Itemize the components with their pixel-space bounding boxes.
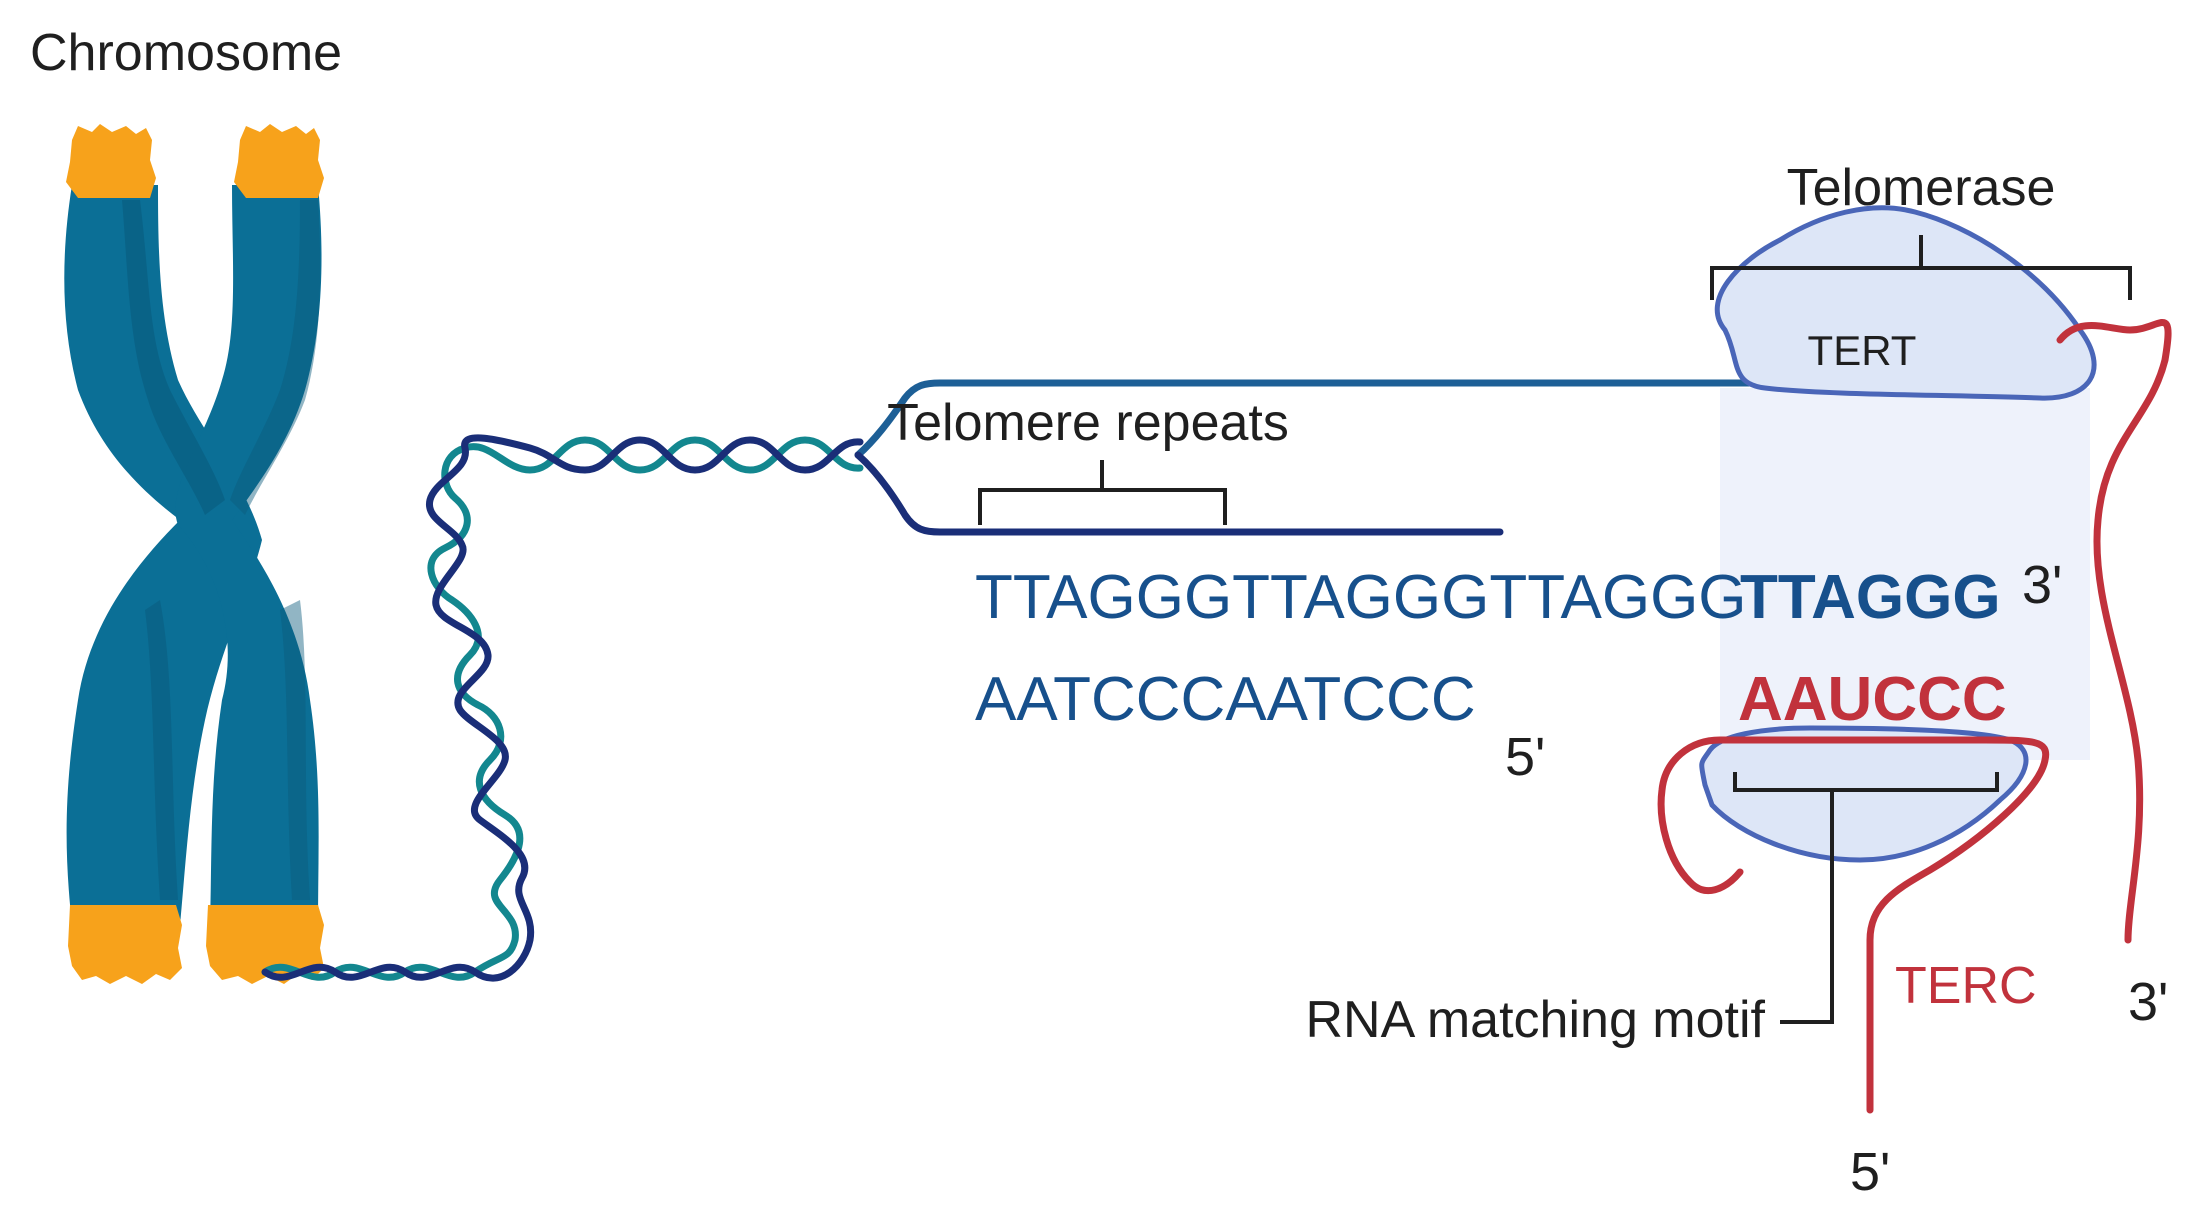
terc-3prime-label: 3' (2128, 972, 2168, 1032)
top-strand-sequence: TTAGGGTTAGGGTTAGGG (975, 563, 1747, 632)
telomerase-complex: TERT (1657, 205, 2172, 1114)
top-strand (854, 379, 2044, 459)
dna-fork (854, 379, 2044, 536)
tert-label: TERT (1808, 327, 1917, 374)
telomere-cap-bottom-left (68, 905, 182, 984)
chromatid-shading (122, 200, 225, 515)
chromatid-shading (280, 600, 310, 900)
rna-matching-motif-label: RNA matching motif (1306, 991, 1766, 1049)
telomere-cap-bottom-right (206, 905, 324, 984)
chromatid-shading (230, 200, 321, 515)
telomere-cap-top-right (234, 124, 324, 198)
top-repeats: TTAGGGTTAGGGTTAGGG (975, 563, 1747, 632)
terc-rna-3prime-tail (2056, 319, 2172, 944)
terc-rna (1657, 736, 2050, 1114)
telomere-cap-top-left (66, 124, 156, 198)
brackets (978, 235, 2132, 1024)
chromatid-right (175, 185, 322, 925)
template-region (1720, 388, 2090, 760)
telomerase-bracket (1710, 235, 2132, 300)
chromosome-label: Chromosome (30, 24, 342, 82)
dna-helix (261, 434, 864, 982)
chromatid-shading (145, 600, 178, 900)
bottom-strand-5prime-label: 5' (1505, 727, 1545, 787)
telomere-repeats-label: Telomere repeats (887, 394, 1289, 452)
bottom-strand-sequence: AATCCCAATCCC (975, 665, 1476, 734)
terc-5prime-label: 5' (1850, 1142, 1890, 1202)
top-strand-new-repeat: TTAGGG (1740, 563, 2001, 632)
top-strand-3prime-label: 3' (2022, 555, 2062, 615)
chromatid-left (64, 185, 263, 925)
telomerase-label: Telomerase (1787, 159, 2056, 217)
chromosome: Chromosome (30, 24, 342, 984)
terc-label: TERC (1895, 957, 2037, 1015)
bottom-strand (854, 451, 1504, 536)
rna-template-sequence: AAUCCC (1738, 665, 2007, 734)
helix-strand-navy (261, 434, 864, 982)
telomere-repeats-bracket (978, 460, 1227, 525)
helix-strand-teal (261, 436, 864, 981)
rna-motif-bracket (1733, 772, 1999, 1024)
